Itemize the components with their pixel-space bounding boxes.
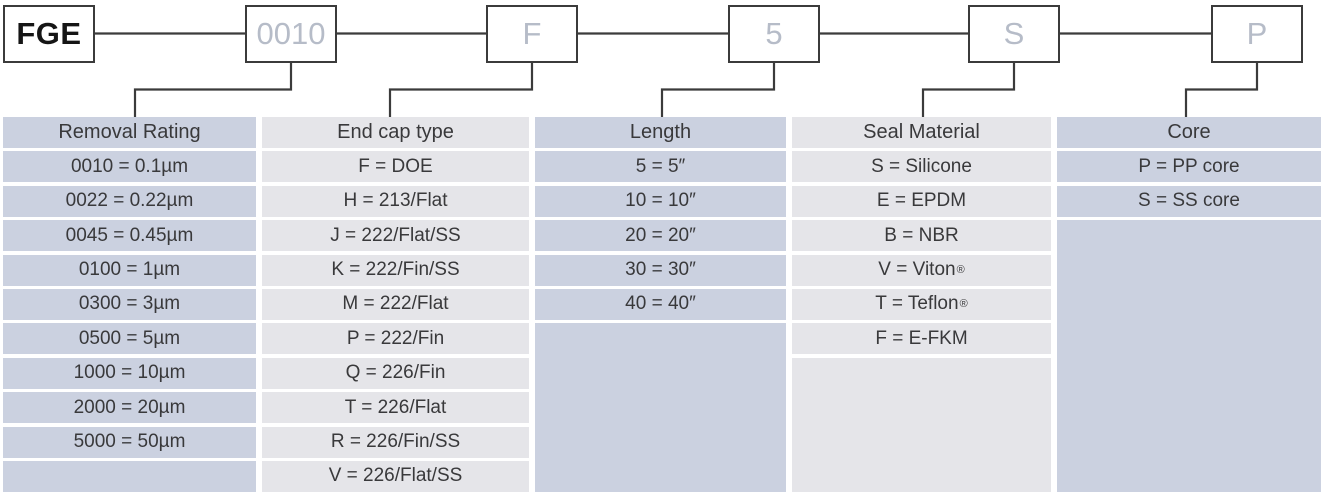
option-row: M = 222/Flat bbox=[262, 288, 529, 320]
option-row: J = 222/Flat/SS bbox=[262, 220, 529, 252]
column-filler bbox=[535, 323, 786, 492]
option-row: V = Viton® bbox=[792, 254, 1051, 286]
code-box-length: 5 bbox=[728, 5, 820, 63]
option-row: 0022 = 0.22µm bbox=[3, 185, 256, 217]
option-row: P = PP core bbox=[1057, 151, 1321, 183]
option-row: 20 = 20″ bbox=[535, 220, 786, 252]
column-filler bbox=[3, 460, 256, 492]
option-row: 5 = 5″ bbox=[535, 151, 786, 183]
option-row: 10 = 10″ bbox=[535, 185, 786, 217]
code-box-prefix: FGE bbox=[3, 5, 95, 63]
option-row: 0300 = 3µm bbox=[3, 288, 256, 320]
code-box-core: P bbox=[1211, 5, 1303, 63]
option-row: P = 222/Fin bbox=[262, 323, 529, 355]
option-row: E = EPDM bbox=[792, 185, 1051, 217]
option-row: 5000 = 50µm bbox=[3, 426, 256, 458]
option-row: T = Teflon® bbox=[792, 288, 1051, 320]
code-box-end-cap: F bbox=[486, 5, 578, 63]
option-row: R = 226/Fin/SS bbox=[262, 426, 529, 458]
option-row: 0010 = 0.1µm bbox=[3, 151, 256, 183]
column-header-length: Length bbox=[535, 117, 786, 148]
option-row: T = 226/Flat bbox=[262, 392, 529, 424]
option-row: 2000 = 20µm bbox=[3, 392, 256, 424]
column-header-removal-rating: Removal Rating bbox=[3, 117, 256, 148]
column-header-end-cap-type: End cap type bbox=[262, 117, 529, 148]
option-row: Q = 226/Fin bbox=[262, 357, 529, 389]
column-filler bbox=[792, 357, 1051, 492]
option-row: B = NBR bbox=[792, 220, 1051, 252]
column-filler bbox=[1057, 220, 1321, 492]
option-row: S = Silicone bbox=[792, 151, 1051, 183]
option-row: F = DOE bbox=[262, 151, 529, 183]
option-row: S = SS core bbox=[1057, 185, 1321, 217]
option-row: 1000 = 10µm bbox=[3, 357, 256, 389]
column-header-seal-material: Seal Material bbox=[792, 117, 1051, 148]
option-row: K = 222/Fin/SS bbox=[262, 254, 529, 286]
option-row: 40 = 40″ bbox=[535, 288, 786, 320]
column-header-core: Core bbox=[1057, 117, 1321, 148]
option-row: F = E-FKM bbox=[792, 323, 1051, 355]
option-row: 0500 = 5µm bbox=[3, 323, 256, 355]
option-row: 30 = 30″ bbox=[535, 254, 786, 286]
code-box-removal-rating: 0010 bbox=[245, 5, 337, 63]
option-row: 0100 = 1µm bbox=[3, 254, 256, 286]
option-row: V = 226/Flat/SS bbox=[262, 460, 529, 492]
option-row: H = 213/Flat bbox=[262, 185, 529, 217]
option-row: 0045 = 0.45µm bbox=[3, 220, 256, 252]
code-box-seal: S bbox=[968, 5, 1060, 63]
